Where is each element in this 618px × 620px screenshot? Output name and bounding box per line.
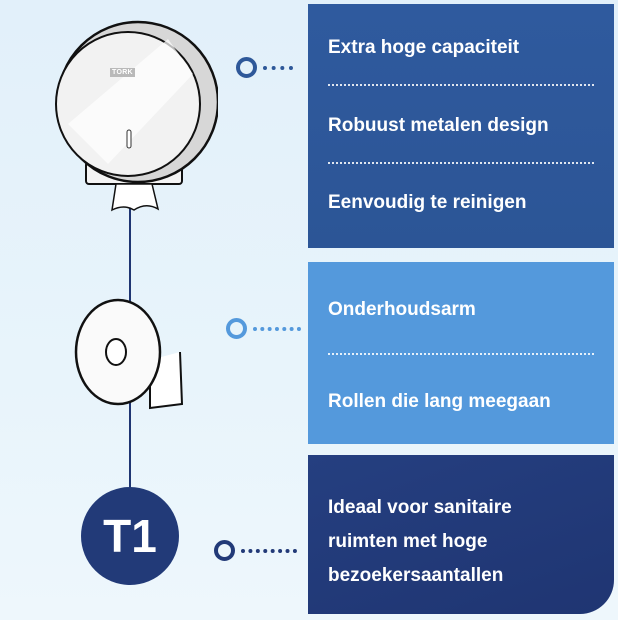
feature-item: Extra hoge capaciteit bbox=[328, 37, 520, 58]
connector-2 bbox=[226, 318, 301, 339]
feature-item: Onderhoudsarm bbox=[328, 299, 476, 320]
toilet-roll-illustration bbox=[74, 298, 184, 410]
ring-icon bbox=[236, 57, 257, 78]
features-panel-roll: Onderhoudsarm Rollen die lang meegaan bbox=[308, 262, 614, 444]
divider bbox=[328, 162, 594, 164]
brand-logo: TORK bbox=[110, 68, 135, 77]
connector-3 bbox=[214, 540, 297, 561]
dotted-line bbox=[263, 65, 293, 70]
divider bbox=[328, 353, 594, 355]
dispenser-illustration bbox=[55, 20, 218, 212]
feature-text: Ideaal voor sanitaire ruimten met hoge b… bbox=[328, 491, 512, 593]
feature-line: Ideaal voor sanitaire bbox=[328, 497, 512, 518]
features-panel-dispenser: Extra hoge capaciteit Robuust metalen de… bbox=[308, 4, 614, 248]
feature-item: Robuust metalen design bbox=[328, 115, 549, 136]
dotted-line bbox=[241, 548, 297, 553]
feature-item: Rollen die lang meegaan bbox=[328, 391, 551, 412]
feature-line: bezoekersaantallen bbox=[328, 565, 504, 586]
dotted-line bbox=[253, 326, 301, 331]
connector-1 bbox=[236, 57, 293, 78]
feature-item: Eenvoudig te reinigen bbox=[328, 192, 527, 213]
t1-badge: T1 bbox=[81, 487, 179, 585]
divider bbox=[328, 84, 594, 86]
feature-line: ruimten met hoge bbox=[328, 531, 488, 552]
features-panel-t1: Ideaal voor sanitaire ruimten met hoge b… bbox=[308, 455, 614, 614]
ring-icon bbox=[214, 540, 235, 561]
ring-icon bbox=[226, 318, 247, 339]
